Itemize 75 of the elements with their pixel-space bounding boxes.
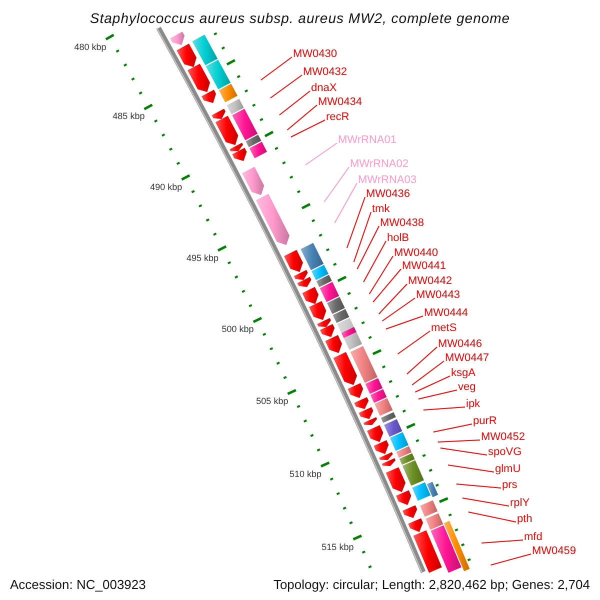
leader-line [414,376,450,392]
leader-line [353,212,372,262]
gene-label: spoVG [488,446,522,458]
gene-label: MW0442 [408,274,452,288]
gene-label: MWrRNA02 [350,158,408,170]
leader-line [440,448,488,456]
leader-line [385,316,424,330]
scale-label: 485 kbp [112,111,145,122]
leader-line [286,104,318,130]
scale-label: 500 kbp [222,324,254,336]
leader-line [437,440,480,442]
accession-text: Accession: NC_003923 [10,577,146,593]
gene-label: pth [517,512,532,526]
gene-label: prs [502,478,518,492]
leader-line [490,554,532,566]
leader-line [412,360,444,386]
gene-label: MW0447 [445,352,490,364]
gene-label: dnaX [311,82,337,94]
gene-label: MW0441 [402,260,446,272]
gene-label: ipk [466,398,480,410]
gene-label: holB [387,232,410,244]
gene-label: rplY [510,496,530,510]
scale-label: 515 kbp [322,542,354,553]
gene-label: MW0434 [318,96,362,108]
gene-label: MW0446 [438,338,482,350]
genome-info-text: Topology: circular; Length: 2,820,462 bp; Genes: 2,704 [273,577,590,593]
gene-label: glmU [495,462,521,476]
leader-line [481,540,524,544]
leader-line [304,142,338,166]
gene-label: MW0452 [481,430,526,444]
leader-line [356,226,380,270]
leader-line [363,240,386,282]
gene-label: metS [431,322,457,334]
gene-label: MW0444 [424,306,468,320]
leader-line [422,406,466,410]
leader-line [418,390,458,400]
leader-line [260,56,292,80]
title: Staphylococcus aureus subsp. aureus MW2, complete genome [90,10,510,26]
gene-label: MWrRNA01 [338,134,396,146]
gene-label: MW0459 [532,544,576,558]
leader-line [397,330,430,354]
gene-label: recR [326,110,350,124]
gene-label: tmk [372,202,390,216]
leader-line [324,166,350,202]
leader-line [462,498,510,506]
leader-line [382,298,416,322]
scale-label: 495 kbp [186,252,218,264]
gene-label: mfd [524,530,542,544]
gene-label: ksgA [451,366,476,380]
leader-line [456,484,502,488]
gene-label: MW0430 [293,48,338,60]
scale-label: 490 kbp [150,182,182,193]
gene-label: MW0443 [416,288,460,302]
leader-line [290,120,326,138]
leader-line [278,90,310,116]
leader-line [368,256,394,294]
leader-line [334,182,358,224]
gene-label: MW0438 [380,216,424,230]
leader-line [346,196,366,248]
leader-line [378,284,408,314]
leader-line [448,464,494,472]
gene-label: MW0440 [394,246,438,260]
leader-line [432,424,472,432]
scale-label: 510 kbp [289,468,322,480]
gene-label: veg [458,380,476,394]
gene-label: purR [473,414,497,428]
scale-label: 480 kbp [74,42,106,52]
gene-label: MWrRNA03 [358,174,416,186]
scale-label: 505 kbp [256,396,288,408]
leader-line [406,346,438,374]
leader-line [468,512,516,522]
leader-line [372,268,402,302]
gene-label: MW0432 [303,66,348,78]
leader-line [270,74,302,98]
gene-label: MW0436 [366,188,410,200]
